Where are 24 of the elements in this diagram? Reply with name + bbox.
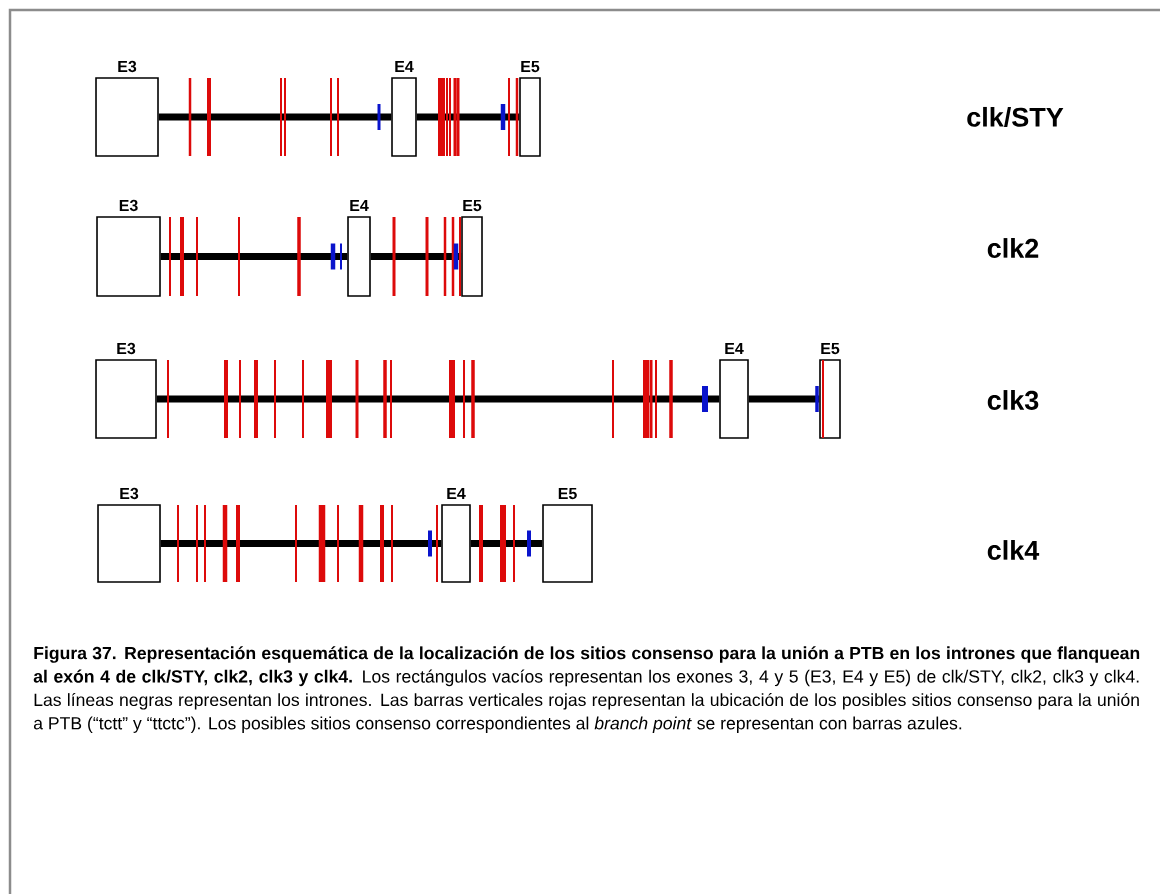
gene-name: clk4 — [987, 540, 1040, 560]
intron-line — [156, 395, 720, 403]
intron-line — [160, 253, 348, 260]
gene-name: clk2 — [987, 238, 1039, 258]
exon-label: E3 — [119, 199, 138, 212]
exon-label: E4 — [447, 488, 466, 499]
exon-label: E5 — [521, 61, 540, 73]
exon-label: E3 — [118, 60, 137, 73]
exon-label: E4 — [350, 200, 369, 211]
gene-name: clk3 — [987, 390, 1039, 410]
intron-line — [470, 540, 543, 547]
gene-name: clk/STY — [967, 106, 1064, 128]
intron-line — [158, 113, 392, 121]
exon-label: E4 — [725, 343, 744, 354]
exon-label: E4 — [395, 61, 414, 72]
figure-caption: Figura 37. Representación esquemática de la localización de los sitios consenso para la unión a PTB en los intrones que flanquean al exón 4 de clk/STY, clk2, clk3 y clk4. Los rectángulos vacíos representan los exones 3, 4 y 5 (E3, E4 y E5) de clk/STY, clk2, clk3 y clk4. Las líneas negras representan los intrones. Las barras verticales rojas representan la ubicación de los posibles sitios consenso para la unión a PTB (“tctt” y “ttctc”). Los posibles sitios consenso correspondientes al branch point se representan con barras azules. — [33, 646, 1140, 733]
intron-line — [370, 253, 462, 260]
exon-label: E5 — [821, 343, 840, 355]
intron-line — [416, 113, 520, 121]
exon-label: E5 — [463, 200, 482, 212]
exon-label: E3 — [117, 342, 136, 355]
exon-label: E3 — [120, 487, 139, 500]
intron-line — [160, 540, 442, 547]
exon-label: E5 — [558, 488, 577, 500]
